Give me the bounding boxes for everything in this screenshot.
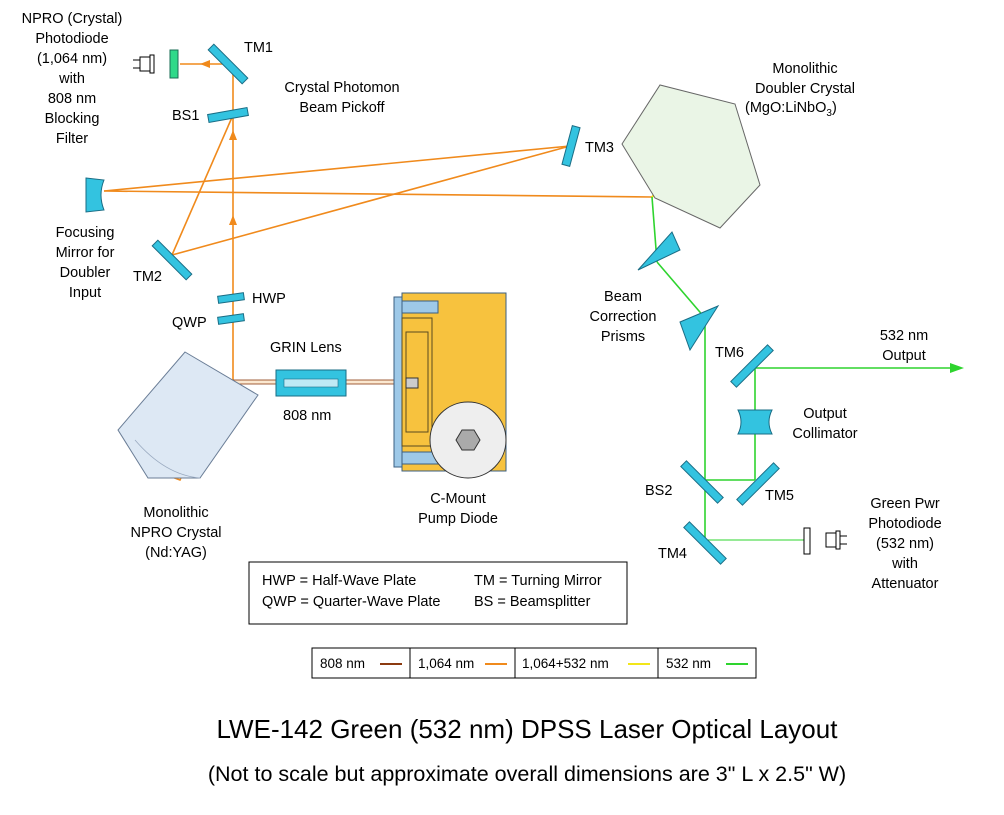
tm1-mirror xyxy=(207,43,249,85)
legend-label-532: 532 nm xyxy=(666,656,711,671)
green-photodiode-label: Attenuator xyxy=(872,576,939,592)
prism-1 xyxy=(637,231,681,271)
npro-photodiode-label: Photodiode xyxy=(35,31,108,47)
legend-label-1064: 1,064 nm xyxy=(418,656,474,671)
focusing-mirror xyxy=(85,177,105,213)
hex-screw-icon xyxy=(455,429,481,451)
pickoff-label: Beam Pickoff xyxy=(299,100,385,116)
tm4-label: TM4 xyxy=(658,546,687,562)
bs1-splitter xyxy=(207,107,249,123)
labels: NPRO (Crystal) Photodiode (1,064 nm) wit… xyxy=(22,11,942,592)
bs2-label: BS2 xyxy=(645,483,672,499)
beam-tm2-to-tm3 xyxy=(171,145,571,256)
collimator-label: Collimator xyxy=(792,426,857,442)
npro-photodiode-label: with xyxy=(58,71,85,87)
tm1-label: TM1 xyxy=(244,40,273,56)
npro-photodiode-label: NPRO (Crystal) xyxy=(22,11,123,27)
beam-mirror-to-doubler xyxy=(103,190,653,198)
grin-label: GRIN Lens xyxy=(270,340,342,356)
npro-photodiode-label: Blocking xyxy=(45,111,100,127)
npro-photodiode-label: (1,064 nm) xyxy=(37,51,107,67)
hwp-plate xyxy=(217,292,245,304)
arrow-up-icon xyxy=(229,130,237,140)
npro-crystal xyxy=(117,351,259,479)
legend-label-808: 808 nm xyxy=(320,656,365,671)
key-hwp: HWP = Half-Wave Plate xyxy=(262,573,416,589)
tm3-label: TM3 xyxy=(585,140,614,156)
prisms-label: Beam xyxy=(604,289,642,305)
npro-crystal-label: Monolithic xyxy=(143,505,208,521)
output-label: Output xyxy=(882,348,926,364)
tm3-mirror xyxy=(561,125,581,167)
cmount-pump-diode xyxy=(393,292,507,479)
legend-label-1064-532: 1,064+532 nm xyxy=(522,656,609,671)
wavelength-legend: 808 nm 1,064 nm 1,064+532 nm 532 nm xyxy=(311,647,757,679)
cmount-label: Pump Diode xyxy=(418,511,498,527)
output-collimator xyxy=(737,409,773,435)
abbreviation-key: HWP = Half-Wave Plate QWP = Quarter-Wave… xyxy=(248,561,628,625)
beam-tm3-to-mirror xyxy=(103,145,571,192)
tm6-label: TM6 xyxy=(715,345,744,361)
arrow-up-icon xyxy=(229,215,237,225)
bs1-label: BS1 xyxy=(172,108,199,124)
doubler-label: Monolithic xyxy=(772,61,837,77)
blocking-filter xyxy=(169,49,179,79)
green-photodiode-label: with xyxy=(891,556,918,572)
npro-photodiode xyxy=(133,49,179,79)
focusing-mirror-label: Doubler xyxy=(60,265,111,281)
tm4-mirror xyxy=(683,521,727,565)
focusing-mirror-label: Focusing xyxy=(56,225,115,241)
bs2-splitter xyxy=(680,460,724,504)
green-photodiode xyxy=(803,527,847,555)
beams-532 xyxy=(651,196,955,541)
output-arrow-icon xyxy=(950,363,964,373)
cmount-label: C-Mount xyxy=(430,491,486,507)
doubler-crystal xyxy=(621,84,761,229)
tm5-mirror xyxy=(736,462,780,506)
doubler-label: Doubler Crystal xyxy=(755,81,855,97)
tm2-mirror xyxy=(151,239,193,281)
npro-photodiode-label: 808 nm xyxy=(48,91,96,107)
beam-bs1-to-tm2 xyxy=(171,114,234,256)
qwp-plate xyxy=(217,313,245,325)
key-qwp: QWP = Quarter-Wave Plate xyxy=(262,594,441,610)
npro-crystal-label: (Nd:YAG) xyxy=(145,545,207,561)
green-photodiode-label: (532 nm) xyxy=(876,536,934,552)
arrow-left-icon xyxy=(200,60,210,68)
tm6-mirror xyxy=(730,344,774,388)
qwp-label: QWP xyxy=(172,315,207,331)
prism-2 xyxy=(679,304,720,352)
doubler-formula: (MgO:LiNbO3) xyxy=(745,100,837,119)
pickoff-label: Crystal Photomon xyxy=(284,80,399,96)
beam-prism1-to-prism2 xyxy=(656,261,706,319)
focusing-mirror-label: Input xyxy=(69,285,101,301)
prisms-label: Prisms xyxy=(601,329,645,345)
green-photodiode-label: Green Pwr xyxy=(870,496,939,512)
focusing-mirror-label: Mirror for xyxy=(56,245,115,261)
hwp-label: HWP xyxy=(252,291,286,307)
808nm-label: 808 nm xyxy=(283,408,331,424)
key-tm: TM = Turning Mirror xyxy=(474,573,602,589)
prisms-label: Correction xyxy=(590,309,657,325)
diagram-title: LWE-142 Green (532 nm) DPSS Laser Optica… xyxy=(217,714,839,744)
green-photodiode-label: Photodiode xyxy=(868,516,941,532)
collimator-label: Output xyxy=(803,406,847,422)
output-label: 532 nm xyxy=(880,328,928,344)
key-bs: BS = Beamsplitter xyxy=(474,594,591,610)
diagram-subtitle: (Not to scale but approximate overall di… xyxy=(208,762,846,786)
tm5-label: TM5 xyxy=(765,488,794,504)
tm2-label: TM2 xyxy=(133,269,162,285)
npro-crystal-label: NPRO Crystal xyxy=(130,525,221,541)
npro-photodiode-label: Filter xyxy=(56,131,88,147)
